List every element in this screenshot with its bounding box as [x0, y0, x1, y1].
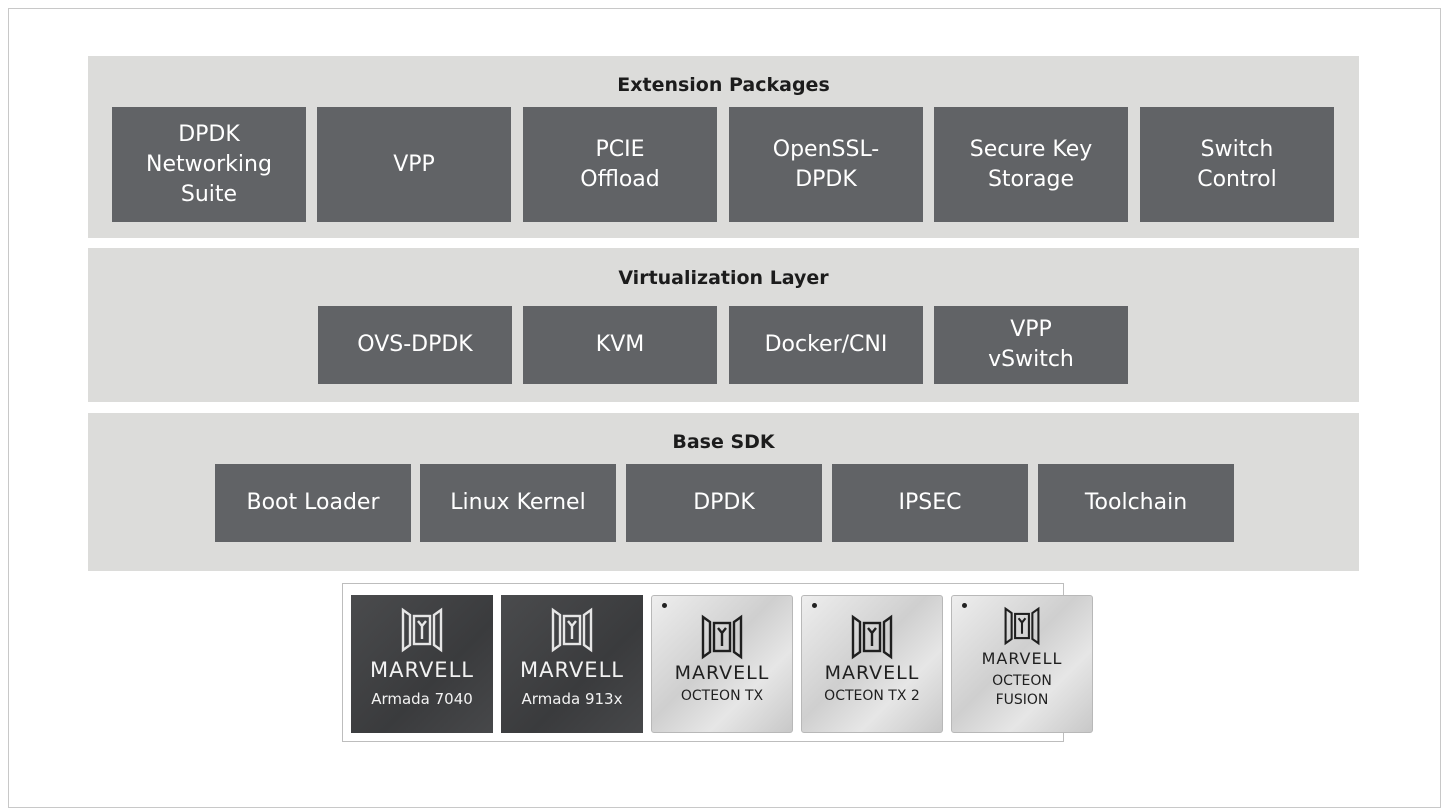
virtualization-layer: Virtualization Layer OVS-DPDK KVM Docker…: [88, 248, 1359, 402]
switch-control-box: Switch Control: [1140, 107, 1334, 222]
virtualization-layer-title: Virtualization Layer: [618, 267, 829, 289]
dpdk-networking-suite-box: DPDK Networking Suite: [112, 107, 306, 222]
secure-key-storage-box: Secure Key Storage: [934, 107, 1128, 222]
kvm-box: KVM: [523, 306, 717, 384]
chip-model: Armada 7040: [371, 690, 473, 708]
chip-brand: MARVELL: [520, 658, 624, 682]
ipsec-box: IPSEC: [832, 464, 1028, 542]
marvell-logo-icon: [851, 614, 893, 660]
chip-model: Armada 913x: [521, 690, 623, 708]
marvell-logo-icon: [551, 607, 593, 653]
marvell-logo-icon: [401, 607, 443, 653]
processor-chips-panel: MARVELL Armada 7040 MARVELL Armada 913x …: [342, 583, 1093, 742]
vpp-vswitch-box: VPP vSwitch: [934, 306, 1128, 384]
docker-cni-box: Docker/CNI: [729, 306, 923, 384]
chip-armada-913x: MARVELL Armada 913x: [501, 595, 643, 733]
chip-octeon-tx2: MARVELL OCTEON TX 2: [801, 595, 943, 733]
base-sdk-layer: Base SDK Boot Loader Linux Kernel DPDK I…: [88, 413, 1359, 571]
chip-brand: MARVELL: [981, 649, 1063, 668]
pin-marker: [662, 603, 667, 608]
dpdk-box: DPDK: [626, 464, 822, 542]
chip-brand: MARVELL: [674, 662, 770, 684]
boot-loader-box: Boot Loader: [215, 464, 411, 542]
chip-octeon-tx: MARVELL OCTEON TX: [651, 595, 793, 733]
openssl-dpdk-box: OpenSSL- DPDK: [729, 107, 923, 222]
ovs-dpdk-box: OVS-DPDK: [318, 306, 512, 384]
marvell-logo-icon: [701, 614, 743, 660]
extension-packages-title: Extension Packages: [617, 74, 830, 96]
chip-armada-7040: MARVELL Armada 7040: [351, 595, 493, 733]
pcie-offload-box: PCIE Offload: [523, 107, 717, 222]
chip-octeon-fusion: MARVELL OCTEON FUSION: [951, 595, 1093, 733]
pin-marker: [962, 603, 967, 608]
chip-model: OCTEON FUSION: [992, 673, 1052, 708]
base-sdk-title: Base SDK: [672, 431, 775, 453]
chip-brand: MARVELL: [824, 662, 920, 684]
pin-marker: [812, 603, 817, 608]
linux-kernel-box: Linux Kernel: [420, 464, 616, 542]
chip-model: OCTEON TX 2: [824, 688, 920, 704]
chip-model: OCTEON TX: [680, 688, 764, 704]
chip-brand: MARVELL: [370, 658, 474, 682]
marvell-logo-icon: [1004, 606, 1040, 646]
vpp-box: VPP: [317, 107, 511, 222]
toolchain-box: Toolchain: [1038, 464, 1234, 542]
extension-packages-layer: Extension Packages DPDK Networking Suite…: [88, 56, 1359, 238]
